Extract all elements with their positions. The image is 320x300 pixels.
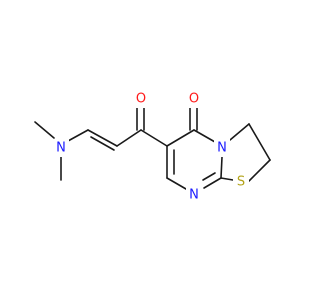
bond-c8a-n8-b [202,172,216,181]
atom-labels: N O O N N S [53,90,249,204]
atom-o-ring: O [186,90,202,108]
atom-n-amine-label: N [56,141,66,156]
bond-ch2-ch2 [248,123,271,161]
atom-o-ring-label: O [189,92,199,107]
atom-s-ring: S [233,173,249,191]
atom-n-ring-imine: N [186,186,202,204]
bond-c5-n4 [193,129,216,143]
bond-n-vinyl [67,129,89,142]
bonds [34,105,271,190]
atom-n-amine: N [53,139,69,157]
bond-c8a-n8-a [203,177,222,189]
atom-n-ring-fused: N [214,139,230,157]
bond-n4-c8a [220,156,223,179]
atom-o-ketone: O [133,90,149,108]
molecule-structure: N O O N N S [34,90,271,204]
bond-c6-c5 [166,129,195,147]
atom-s-ring-label: S [237,175,245,190]
atom-o-ketone-label: O [136,92,146,107]
bond-n4-ch2 [229,123,250,141]
bond-n-methyl-upper [34,121,55,139]
atom-n-ring-imine-label: N [189,188,199,203]
atom-n-ring-fused-label: N [217,141,227,156]
bond-s-c8a [220,177,234,181]
bond-vinyl-double-a [87,129,118,147]
bond-carbonyl-ring [140,129,168,147]
bond-n8-c7 [166,177,187,190]
bond-ch2-s [248,159,271,182]
bond-vinyl-double-b [90,136,115,151]
bond-vinyl-carbonyl [116,129,142,147]
